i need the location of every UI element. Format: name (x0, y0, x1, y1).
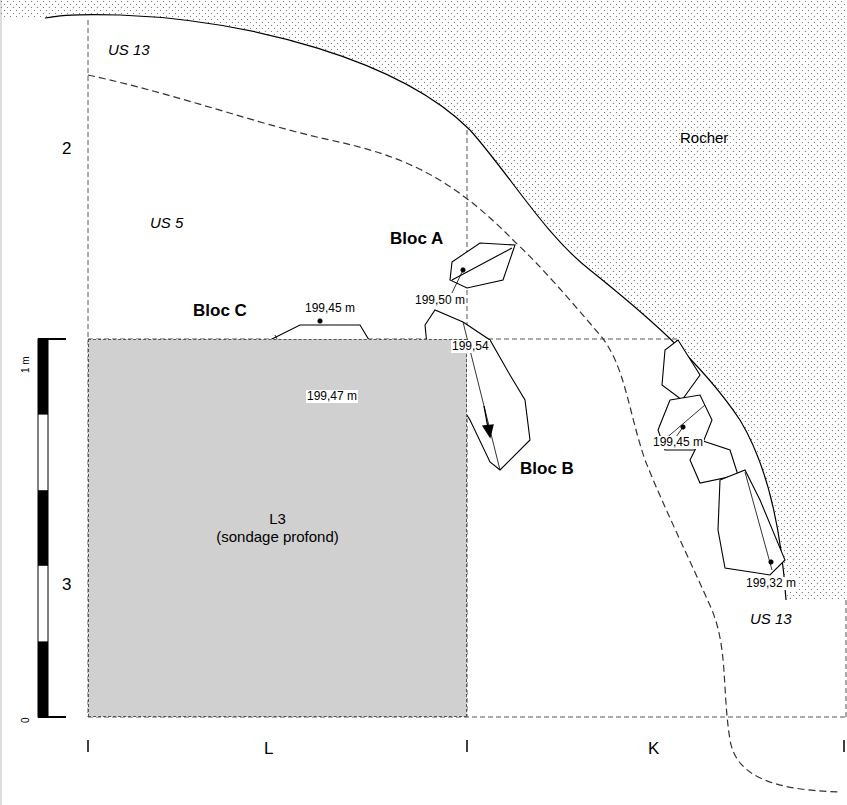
unit-label: US 13 (750, 611, 792, 628)
area-label: Rocher (680, 130, 728, 147)
grid-row: 3 (62, 576, 71, 595)
elevation: 199,45 m (652, 436, 704, 449)
test-pit-square: L3(sondage profond) (88, 339, 467, 717)
grid-lines (88, 20, 846, 717)
elevation: 199,54 (451, 340, 490, 353)
grid-column: L (264, 740, 273, 759)
axis-ticks (88, 740, 844, 752)
stone (718, 470, 785, 575)
elevation: 199,32 m (745, 577, 797, 590)
elevation: 199,47 m (306, 390, 358, 403)
block-label: Bloc A (390, 230, 443, 249)
us-boundary (88, 75, 840, 792)
scale-text: 0 (20, 717, 31, 723)
elevation: 199,50 m (414, 294, 466, 307)
square-label: L3 (269, 510, 286, 528)
bloc-a-stone (450, 243, 515, 288)
scale-text: 1 m (20, 356, 31, 373)
scale-bar (38, 339, 66, 717)
grid-column: K (648, 740, 659, 759)
block-label: Bloc C (193, 302, 247, 321)
grid-row: 2 (62, 140, 71, 159)
frame-line (1, 0, 2, 805)
stone (662, 340, 700, 400)
unit-label: US 5 (150, 215, 183, 232)
block-label: Bloc B (520, 460, 574, 479)
elevation: 199,45 m (304, 302, 356, 315)
unit-label: US 13 (108, 42, 150, 59)
square-label: (sondage profond) (216, 528, 339, 546)
